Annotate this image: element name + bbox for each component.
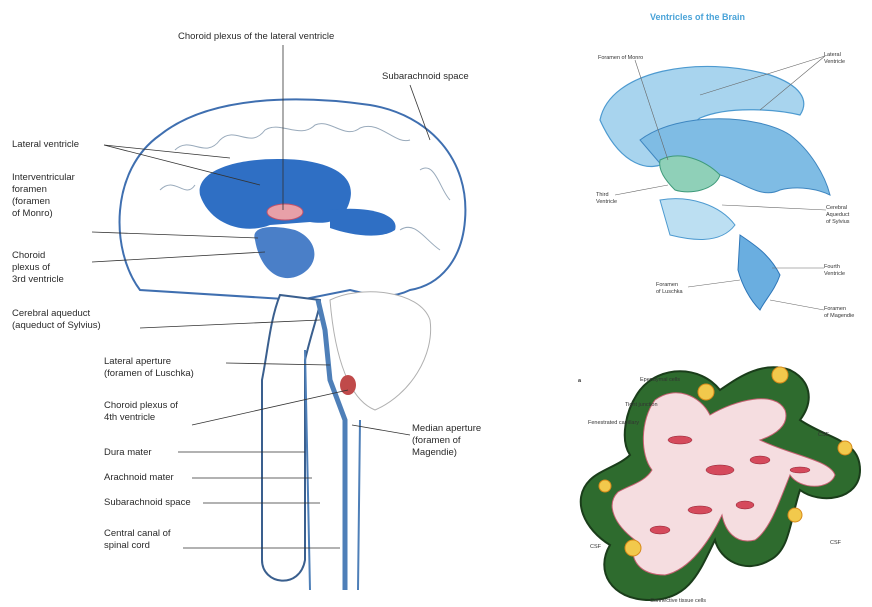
ventricles-title: Ventricles of the Brain [650,12,745,22]
label-arachnoid-mater: Arachnoid mater [104,472,174,484]
label-lateral-ventricle-3d: Lateral Ventricle [824,52,845,66]
label-cerebral-aqueduct: Cerebral aqueduct (aqueduct of Sylvius) [12,308,101,332]
label-connective-tissue: Connective tissue cells [650,598,706,605]
label-foramen-monro: Foramen of Monro [598,55,643,62]
label-third-ventricle: Third Ventricle [596,192,617,206]
label-tight-junction: Tight junction [625,402,658,409]
choroid-histology [581,367,860,600]
label-foramen-magendie: Foramen of Magendie [824,306,854,320]
label-ependymal-cells: Ependymal cells [640,377,680,384]
label-lateral-ventricle: Lateral ventricle [12,139,79,151]
ventricles-3d [600,56,830,310]
label-interventricular-foramen: Interventricular foramen (foramen of Mon… [12,172,75,220]
label-choroid-third: Choroid plexus of 3rd ventricle [12,250,64,286]
label-choroid-fourth: Choroid plexus of 4th ventricle [104,400,178,424]
label-csf-right-bottom: CSF [830,540,841,547]
label-panel-a: a [578,378,581,385]
label-csf-right-top: CSF [818,432,829,439]
label-csf-left: CSF [590,544,601,551]
fourth-ventricle-3d [738,235,780,310]
label-foramen-luschka: Foramen of Luschka [656,282,683,296]
choroid-plexus-lateral [267,204,303,220]
label-fourth-ventricle: Fourth Ventricle [824,264,845,278]
label-dura-mater: Dura mater [104,447,152,459]
choroid-plexus-fourth [340,375,356,395]
label-fenestrated-capillary: Fenestrated capillary [588,420,639,427]
label-cerebral-aqueduct-3d: Cerebral Aqueduct of Sylvius [826,205,850,226]
label-subarachnoid-bottom: Subarachnoid space [104,497,191,509]
label-choroid-lateral: Choroid plexus of the lateral ventricle [178,31,334,43]
label-central-canal: Central canal of spinal cord [104,528,171,552]
label-subarachnoid-top: Subarachnoid space [382,71,469,83]
label-median-aperture: Median aperture (foramen of Magendie) [412,423,481,459]
brainstem [262,295,320,581]
label-lateral-aperture: Lateral aperture (foramen of Luschka) [104,356,194,380]
